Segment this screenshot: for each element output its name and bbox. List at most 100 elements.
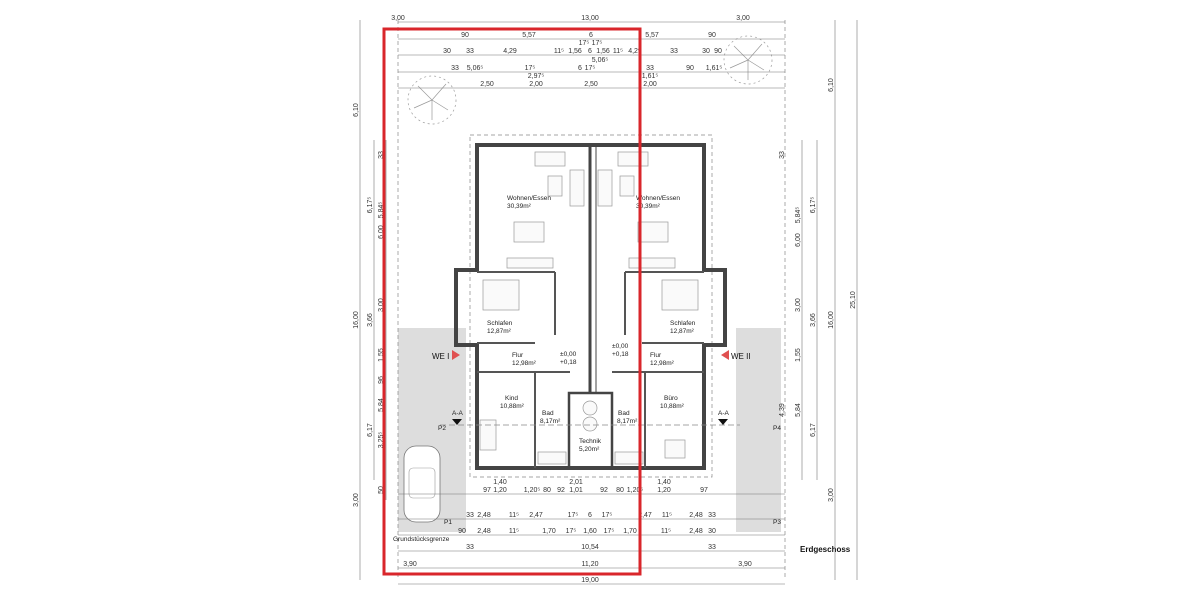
dimension-label: 17⁵ [568, 512, 579, 519]
building-walls [454, 143, 727, 470]
room-labels: Wohnen/Essen 30,39m² Wohnen/Essen 30,39m… [487, 195, 696, 453]
dimension-label: 2,48 [477, 528, 491, 535]
dimension-label: 33 [451, 65, 459, 72]
dimension-label: 6 [588, 512, 592, 519]
room-name: Schlafen [487, 320, 513, 327]
dimension-label: 4,39 [779, 403, 786, 417]
dimension-label: 2,50 [480, 81, 494, 88]
parking-label: P4 [773, 425, 781, 432]
dimension-label: 5,06⁵ [467, 65, 484, 72]
dimension-label: 90 [458, 528, 466, 535]
dimension-label: 1,20 [493, 487, 507, 494]
room-area: 10,88m² [660, 403, 685, 410]
dimension-label: 1,70 [542, 528, 556, 535]
room-area: 30,39m² [636, 203, 661, 210]
dimension-label: 90 [708, 32, 716, 39]
tree-icon [407, 75, 457, 125]
boundary-lines [397, 20, 786, 580]
room-area: 12,98m² [650, 360, 675, 367]
dimension-label: 33 [779, 151, 786, 159]
dimension-label: 1,56 [568, 48, 582, 55]
dimension-label: 2,48 [689, 512, 703, 519]
dimension-label: 17⁵ [525, 65, 536, 72]
dimension-label: 1,40 [493, 479, 507, 486]
entrance-label: WE II [731, 352, 751, 361]
room-area: 12,98m² [512, 360, 537, 367]
floor-title: Erdgeschoss [800, 545, 851, 554]
dimension-label: 1,55 [795, 348, 802, 362]
dimension-label: 6,00 [795, 233, 802, 247]
dimension-label: 5,84⁵ [795, 207, 802, 224]
room-name: Schlafen [670, 320, 696, 327]
entrance-label: WE I [432, 352, 449, 361]
dimension-label: 30 [708, 528, 716, 535]
dimension-label: 11⁵ [509, 512, 519, 519]
level-marker: +0,18 [612, 351, 629, 358]
dimension-label: 2,47 [638, 512, 652, 519]
dimension-label: 6 [578, 65, 582, 72]
dimension-label: 5,84⁵ [378, 202, 385, 219]
dimension-label: 25,10 [850, 291, 857, 309]
dimension-label: 33 [378, 151, 385, 159]
dimension-label: 6,10 [353, 103, 360, 117]
dimension-label: 6,17⁵ [810, 197, 817, 214]
dimension-label: 17⁵ [566, 528, 577, 535]
dimension-label: 3,25⁵ [378, 432, 385, 449]
dimension-label: 1,20⁵ [627, 487, 644, 494]
dimension-label: 16,00 [353, 311, 360, 329]
dimension-label: 90 [686, 65, 694, 72]
dimension-label: 1,20⁵ [524, 487, 541, 494]
dimension-label: 3,00 [378, 298, 385, 312]
entrance-markers: WE I WE II A-A A-A P1 P2 P3 P4 Grundstüc… [393, 350, 851, 554]
dimension-label: 17⁵ [579, 40, 590, 47]
room-area: 10,88m² [500, 403, 525, 410]
dimension-label: 80 [543, 487, 551, 494]
room-area: 5,20m² [579, 446, 600, 453]
room-area: 8,17m² [540, 418, 561, 425]
car-icon [403, 445, 441, 523]
dimension-label: 11⁵ [554, 48, 564, 55]
dimension-label: 10,54 [581, 544, 599, 551]
dimension-label: 11⁵ [509, 528, 519, 535]
entrance-arrow-icon [721, 350, 729, 360]
room-name: Bad [618, 410, 630, 417]
section-arrow-icon [452, 419, 462, 425]
dimension-label: 16,00 [828, 311, 835, 329]
dimension-label: 5,57 [522, 32, 536, 39]
dimension-label: 1,20 [657, 487, 671, 494]
dimension-label: 2,47 [529, 512, 543, 519]
room-name: Flur [512, 352, 524, 359]
dimension-label: 1,01 [569, 487, 583, 494]
parking-label: P1 [444, 519, 452, 526]
dimension-label: 33 [646, 65, 654, 72]
dimension-label: 80 [616, 487, 624, 494]
dimension-label: 6,17 [367, 423, 374, 437]
dimension-label: 2,48 [477, 512, 491, 519]
dimension-label: 2,50 [584, 81, 598, 88]
dimension-label: 92 [600, 487, 608, 494]
room-name: Flur [650, 352, 662, 359]
dimension-label: 3,00 [353, 493, 360, 507]
dimension-label: 1,40 [657, 479, 671, 486]
dimension-label: 3,90 [738, 561, 752, 568]
dimension-label: 11⁵ [661, 528, 671, 535]
dimension-label: 33 [466, 48, 474, 55]
dimension-label: 3,90 [403, 561, 417, 568]
dimension-label: 33 [708, 512, 716, 519]
room-area: 12,87m² [487, 328, 512, 335]
dimension-label: 1,55 [378, 348, 385, 362]
dimension-label: 33 [708, 544, 716, 551]
dimension-label: 33 [466, 512, 474, 519]
dimension-label: 33 [466, 544, 474, 551]
room-name: Wohnen/Essen [507, 195, 551, 202]
dimension-label: 97 [483, 487, 491, 494]
level-marker: +0,18 [560, 359, 577, 366]
dimension-label: 6,10 [828, 78, 835, 92]
section-label: A-A [452, 410, 464, 417]
dimension-label: 97 [700, 487, 708, 494]
dimension-label: 2,01 [569, 479, 583, 486]
dimension-label: 19,00 [581, 577, 599, 584]
entrance-arrow-icon [452, 350, 460, 360]
